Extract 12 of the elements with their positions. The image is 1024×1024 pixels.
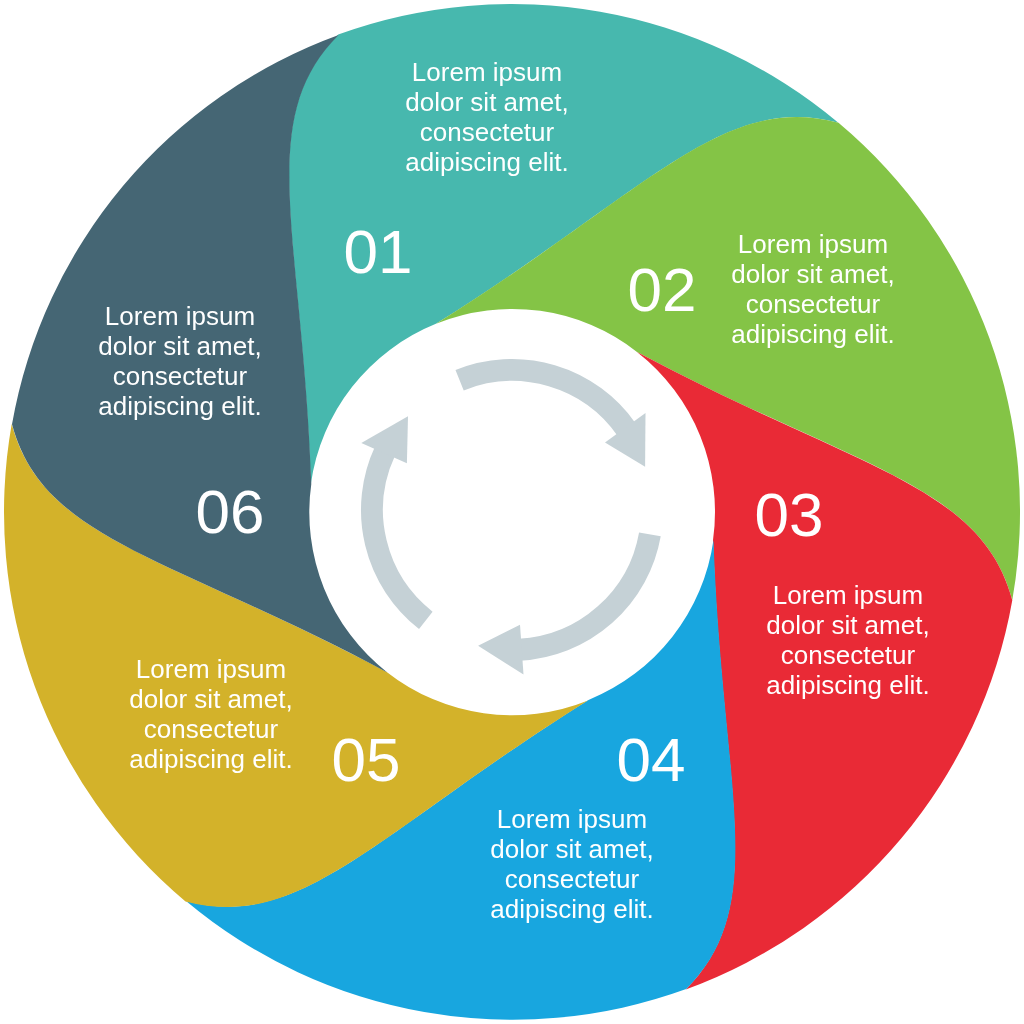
step-description: Lorem ipsum dolor sit amet, consectetur adipiscing elit. bbox=[128, 654, 294, 774]
step-description: Lorem ipsum dolor sit amet, consectetur adipiscing elit. bbox=[730, 229, 896, 349]
step-number: 01 bbox=[343, 221, 413, 283]
step-description: Lorem ipsum dolor sit amet, consectetur adipiscing elit. bbox=[97, 301, 263, 421]
step-description: Lorem ipsum dolor sit amet, consectetur adipiscing elit. bbox=[489, 804, 655, 924]
step-description: Lorem ipsum dolor sit amet, consectetur adipiscing elit. bbox=[765, 580, 931, 700]
step-number: 05 bbox=[331, 729, 401, 791]
step-number: 02 bbox=[627, 259, 697, 321]
step-number: 04 bbox=[616, 729, 686, 791]
step-number: 03 bbox=[754, 484, 824, 546]
step-description: Lorem ipsum dolor sit amet, consectetur adipiscing elit. bbox=[404, 57, 570, 177]
step-number: 06 bbox=[195, 481, 265, 543]
